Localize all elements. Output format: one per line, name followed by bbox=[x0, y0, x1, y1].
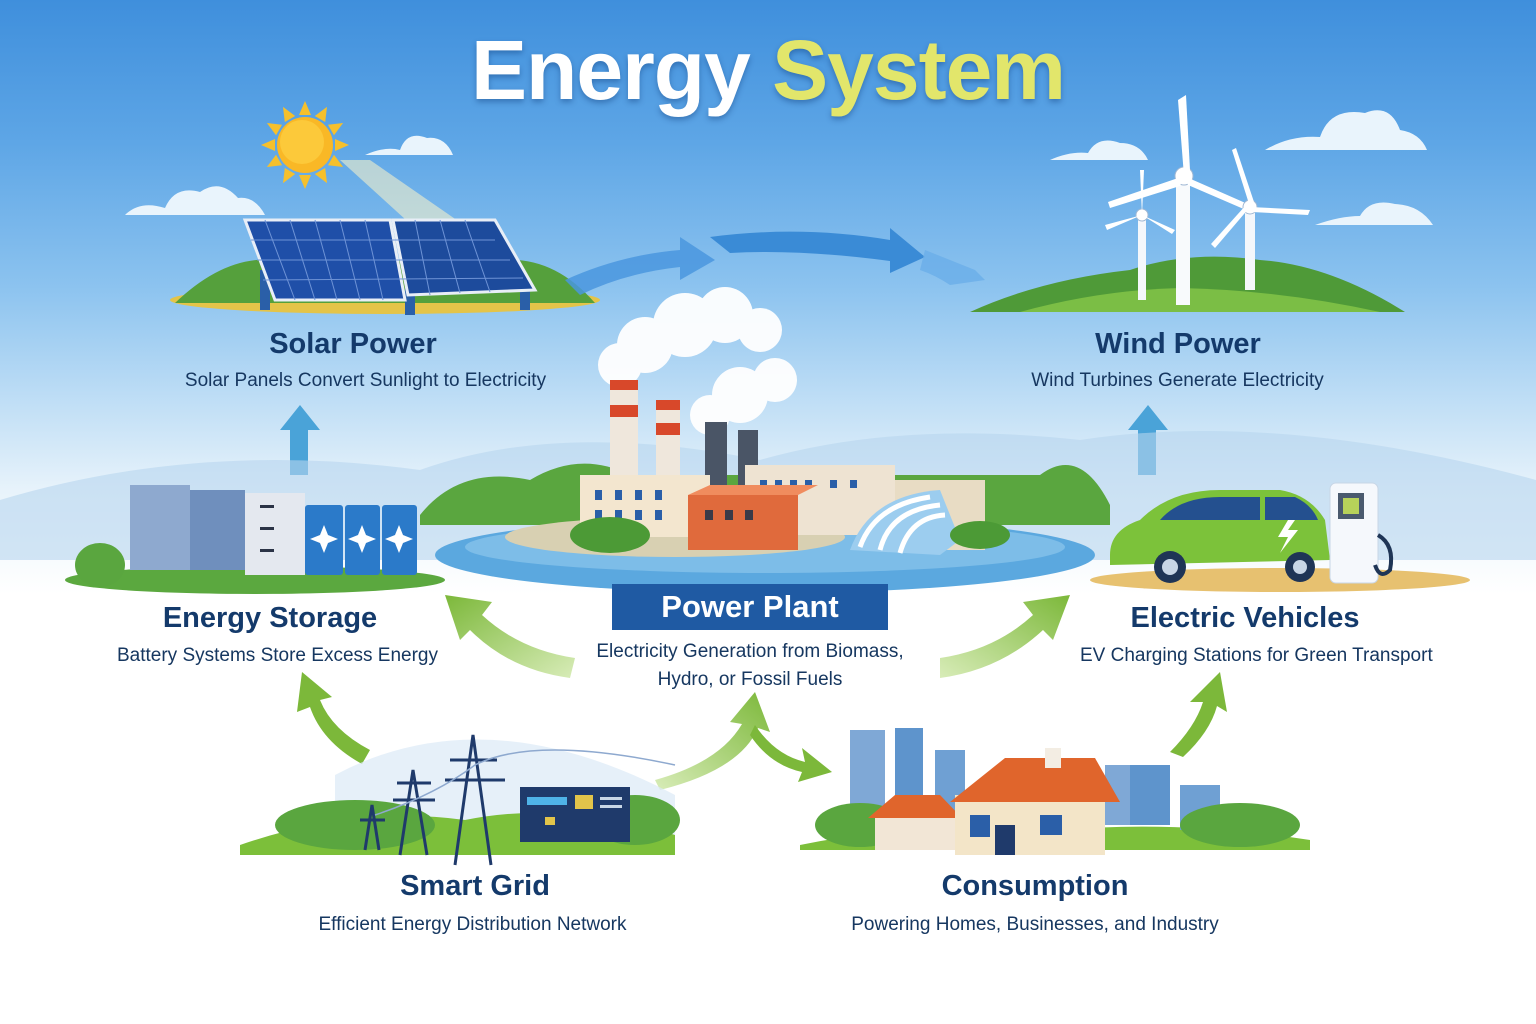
solar-power-subtitle: Solar Panels Convert Sunlight to Electri… bbox=[184, 370, 547, 391]
wind-power-heading: Wind Power bbox=[1095, 328, 1261, 360]
electric-car-icon bbox=[1090, 482, 1470, 592]
power-plant-subtitle-line2: Hydro, or Fossil Fuels bbox=[657, 669, 843, 690]
energy-storage-heading: Energy Storage bbox=[162, 602, 378, 634]
power-plant-heading: Power Plant bbox=[612, 584, 888, 630]
transmission-tower-icon bbox=[240, 734, 680, 866]
flow-arrow-plant-to-ev bbox=[940, 595, 1070, 678]
energy-storage-subtitle: Battery Systems Store Excess Energy bbox=[116, 645, 438, 666]
flow-arrow-storage-to-solar bbox=[280, 405, 320, 475]
electric-vehicles-subtitle: EV Charging Stations for Green Transport bbox=[1080, 645, 1433, 666]
electric-vehicles-heading: Electric Vehicles bbox=[1130, 602, 1360, 634]
battery-icon bbox=[65, 485, 445, 594]
sun-icon bbox=[261, 101, 349, 189]
cloud-icon bbox=[125, 186, 265, 215]
consumption-subtitle: Powering Homes, Businesses, and Industry bbox=[851, 914, 1219, 935]
flow-arrow-grid-to-plant bbox=[655, 692, 770, 790]
power-plant-subtitle-line1: Electricity Generation from Biomass, bbox=[596, 641, 904, 662]
consumption-heading: Consumption bbox=[941, 870, 1129, 902]
solar-power-heading: Solar Power bbox=[269, 328, 437, 360]
wind-power-subtitle: Wind Turbines Generate Electricity bbox=[1031, 370, 1324, 391]
title-word-system: System bbox=[772, 23, 1066, 117]
smart-grid-heading: Smart Grid bbox=[400, 870, 550, 902]
power-plant-icon bbox=[420, 287, 1110, 593]
flow-arrow-plant-to-storage bbox=[445, 595, 575, 678]
cloud-icon bbox=[1265, 110, 1427, 150]
title-word-energy: Energy bbox=[471, 23, 751, 117]
flow-arrow-solar-to-wind bbox=[565, 228, 985, 295]
flow-arrow-plant-to-consumption bbox=[750, 725, 832, 782]
wind-turbine-icon bbox=[970, 95, 1405, 312]
solar-panel-icon bbox=[170, 218, 600, 315]
cloud-icon bbox=[365, 135, 453, 155]
diagram-title: Energy System bbox=[0, 22, 1536, 119]
smart-grid-subtitle: Efficient Energy Distribution Network bbox=[318, 914, 627, 935]
flow-arrow-consumption-to-ev bbox=[1170, 672, 1227, 757]
cloud-icon bbox=[1050, 140, 1148, 160]
flow-arrow-grid-to-storage bbox=[297, 672, 370, 764]
cloud-icon bbox=[1315, 202, 1433, 225]
house-icon bbox=[800, 728, 1310, 855]
